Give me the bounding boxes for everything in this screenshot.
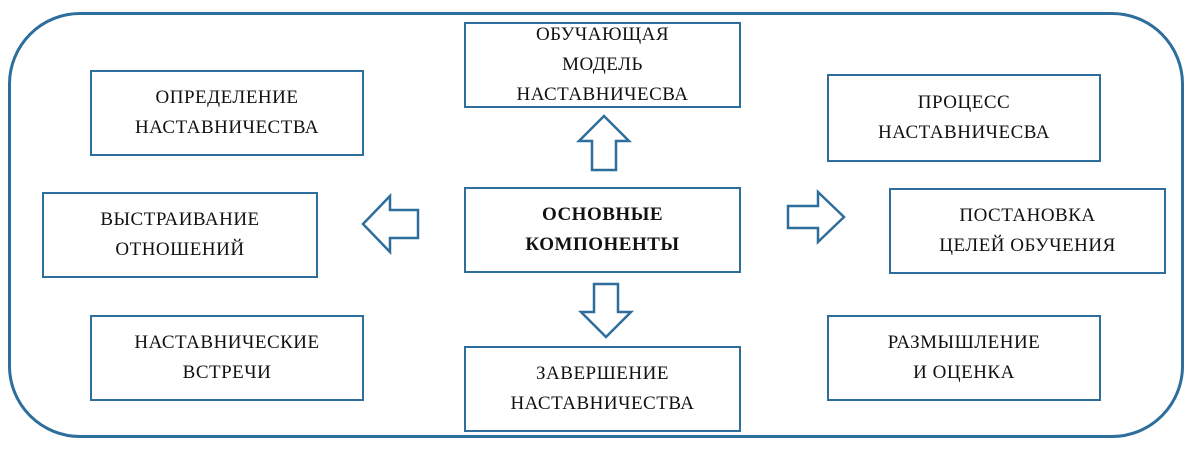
box-right-bottom: РАЗМЫШЛЕНИЕ И ОЦЕНКА bbox=[827, 315, 1101, 401]
box-right-middle-label: ПОСТАНОВКА ЦЕЛЕЙ ОБУЧЕНИЯ bbox=[939, 205, 1116, 256]
box-left-middle: ВЫСТРАИВАНИЕ ОТНОШЕНИЙ bbox=[42, 192, 318, 278]
box-center-label: ОСНОВНЫЕ КОМПОНЕНТЫ bbox=[525, 204, 680, 255]
box-center: ОСНОВНЫЕ КОМПОНЕНТЫ bbox=[464, 187, 741, 273]
box-left-middle-label: ВЫСТРАИВАНИЕ ОТНОШЕНИЙ bbox=[100, 209, 260, 260]
box-bottom-label: ЗАВЕРШЕНИЕ НАСТАВНИЧЕСТВА bbox=[510, 363, 695, 414]
box-left-top: ОПРЕДЕЛЕНИЕ НАСТАВНИЧЕСТВА bbox=[90, 70, 364, 156]
box-right-top: ПРОЦЕСС НАСТАВНИЧЕСВА bbox=[827, 74, 1101, 162]
box-left-top-label: ОПРЕДЕЛЕНИЕ НАСТАВНИЧЕСТВА bbox=[134, 87, 320, 138]
diagram-frame bbox=[8, 12, 1184, 438]
box-right-bottom-label: РАЗМЫШЛЕНИЕ И ОЦЕНКА bbox=[887, 332, 1041, 383]
box-top-label: ОБУЧАЮЩАЯ МОДЕЛЬ НАСТАВНИЧЕСВА bbox=[516, 24, 689, 105]
box-right-middle: ПОСТАНОВКА ЦЕЛЕЙ ОБУЧЕНИЯ bbox=[889, 188, 1166, 274]
box-left-bottom: НАСТАВНИЧЕСКИЕ ВСТРЕЧИ bbox=[90, 315, 364, 401]
box-left-bottom-label: НАСТАВНИЧЕСКИЕ ВСТРЕЧИ bbox=[134, 332, 320, 383]
box-right-top-label: ПРОЦЕСС НАСТАВНИЧЕСВА bbox=[878, 92, 1050, 143]
box-top: ОБУЧАЮЩАЯ МОДЕЛЬ НАСТАВНИЧЕСВА bbox=[464, 22, 741, 108]
box-bottom: ЗАВЕРШЕНИЕ НАСТАВНИЧЕСТВА bbox=[464, 346, 741, 432]
